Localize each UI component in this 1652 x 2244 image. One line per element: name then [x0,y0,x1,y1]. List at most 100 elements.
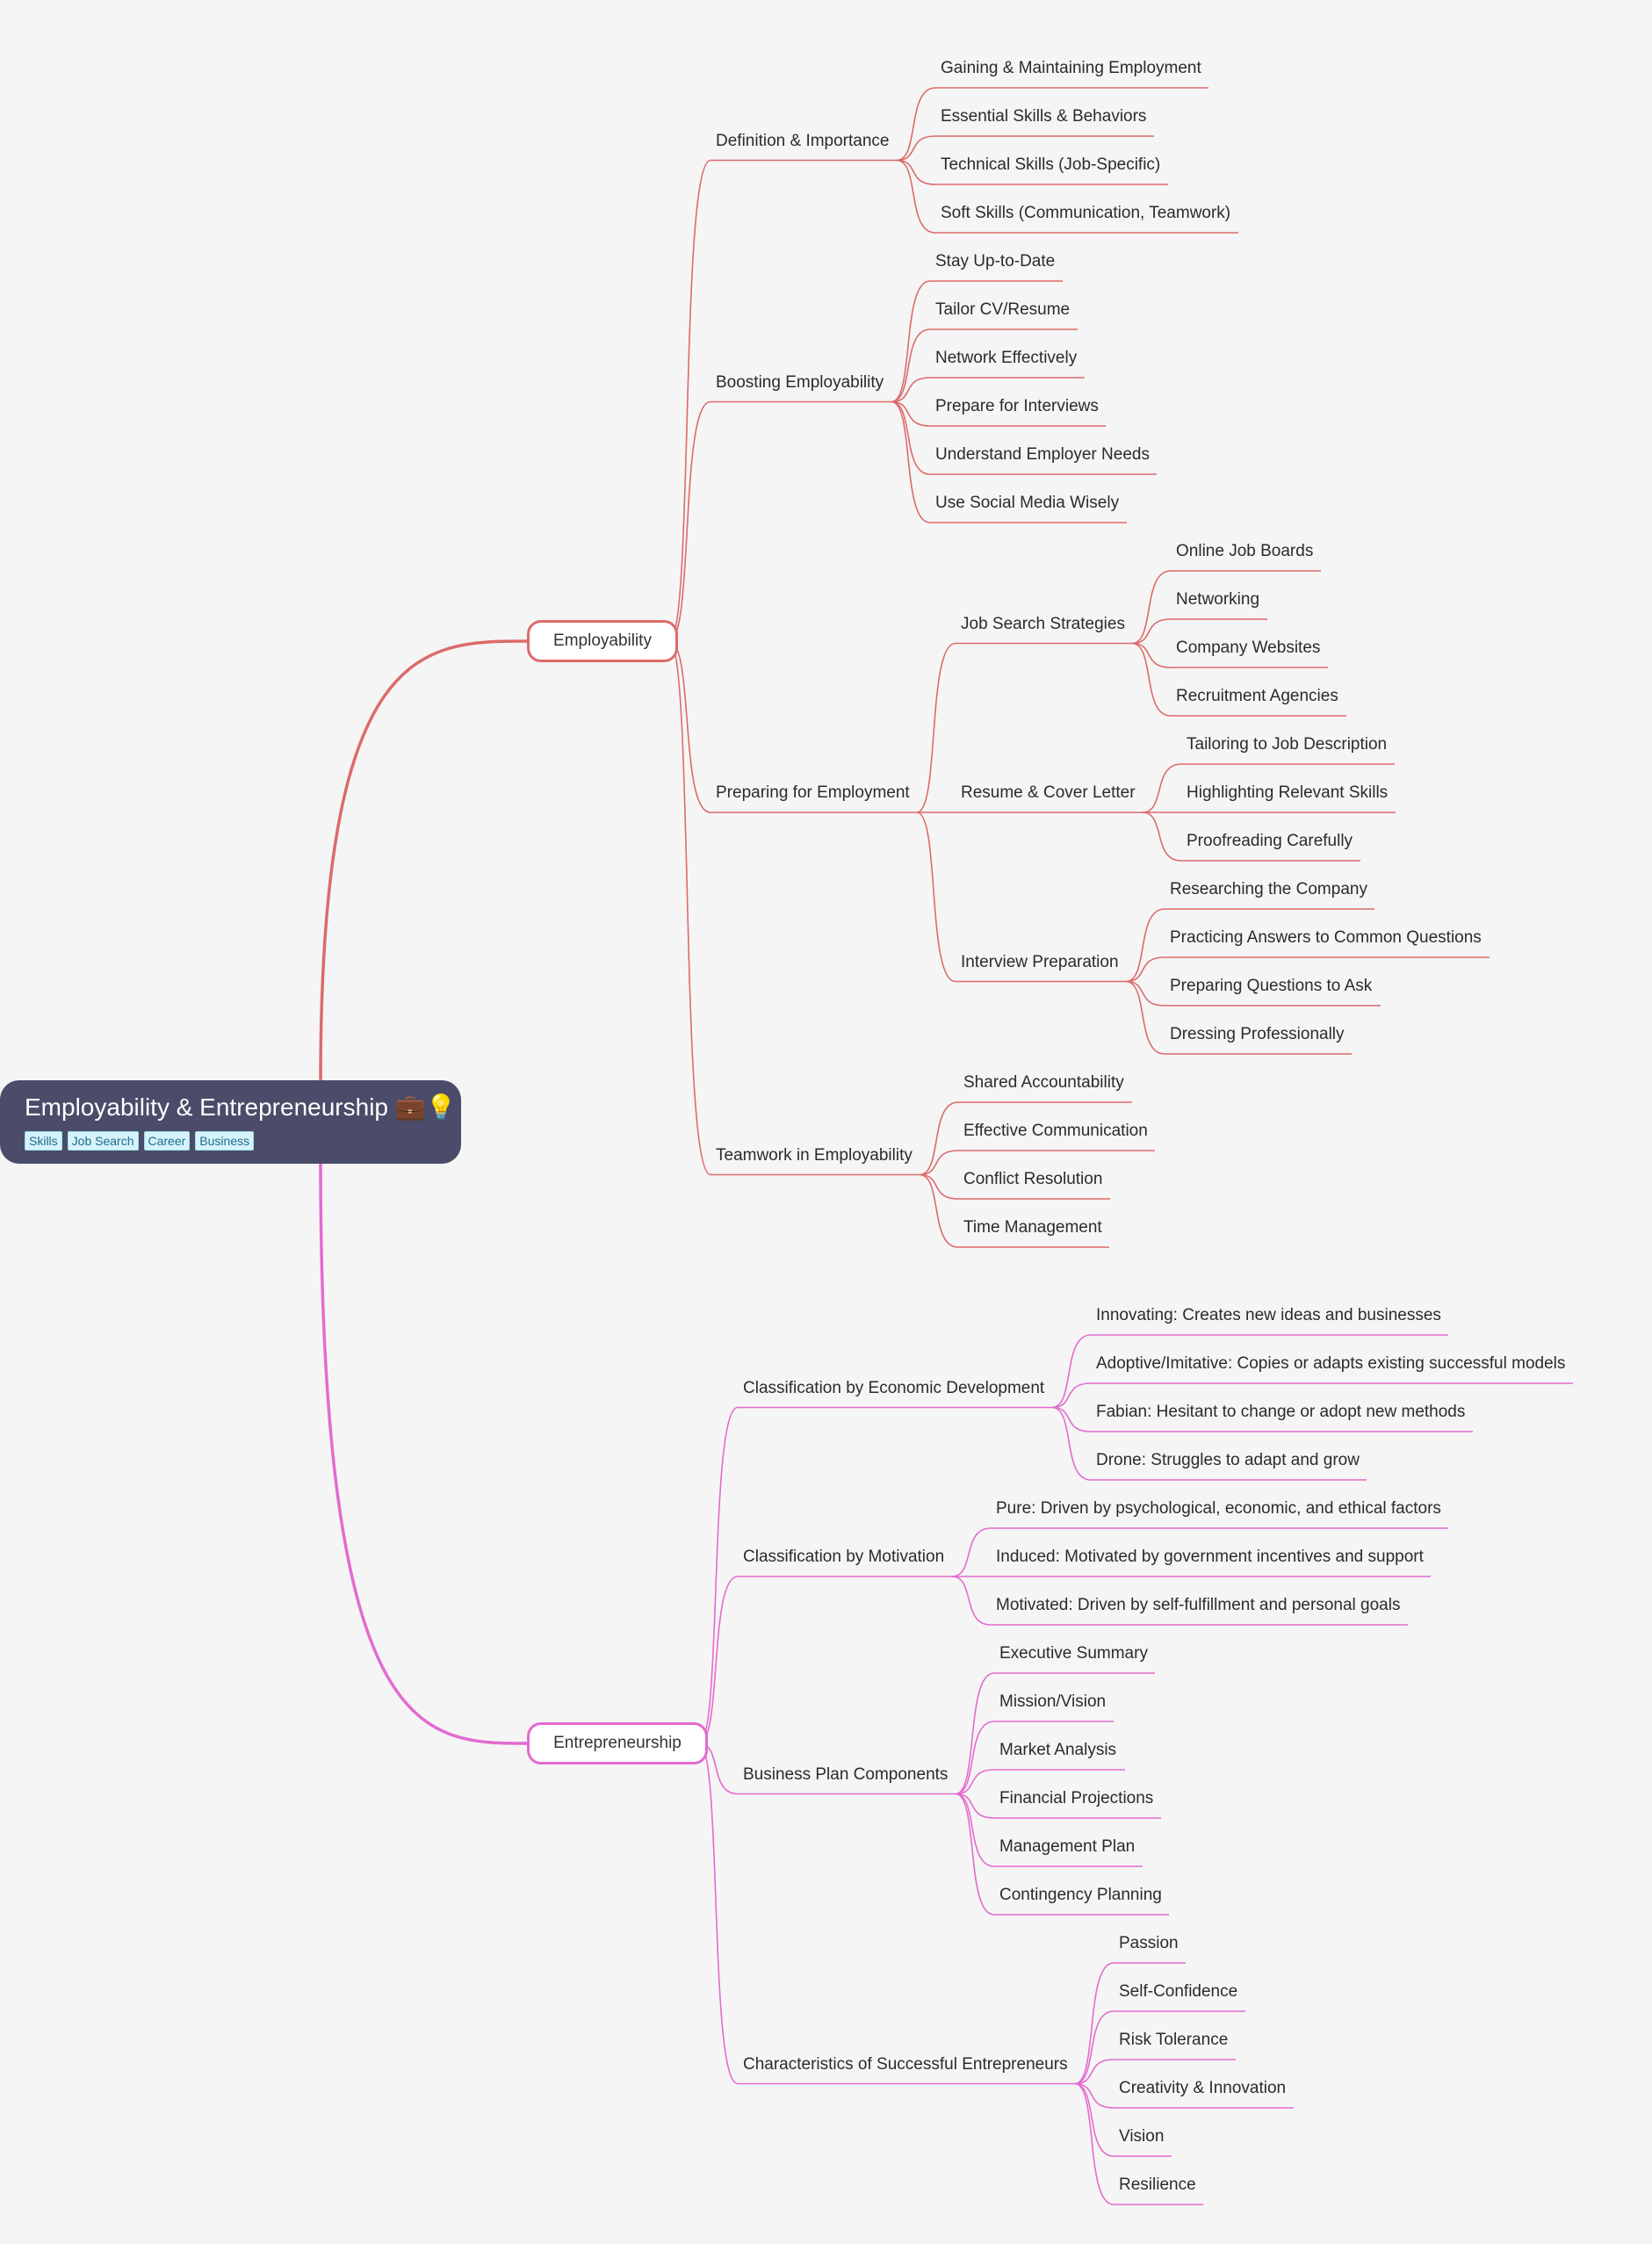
branch-connector [698,1743,739,2085]
leaf-node[interactable]: Motivated: Driven by self-fulfillment an… [996,1596,1401,1614]
branch-connector [1074,2010,1115,2085]
leaf-node[interactable]: Prepare for Interviews [935,397,1099,415]
topic-node[interactable]: Boosting Employability [716,372,884,392]
branch-connector [1074,2082,1115,2109]
branch-connector [896,87,936,162]
branch-connector [698,1576,739,1744]
branch-connector [896,135,936,162]
leaf-node[interactable]: Market Analysis [999,1741,1117,1759]
branch-connector [1074,2082,1115,2157]
leaf-node[interactable]: Recruitment Agencies [1176,687,1338,705]
leaf-node[interactable]: Technical Skills (Job-Specific) [941,155,1161,174]
leaf-node[interactable]: Networking [1176,590,1260,609]
leaf-node[interactable]: Tailor CV/Resume [935,300,1071,319]
leaf-node[interactable]: Network Effectively [935,349,1078,367]
leaf-node[interactable]: Soft Skills (Communication, Teamwork) [941,204,1231,222]
branch-connector [891,400,931,475]
branch-connector [955,1793,995,1867]
subtopic-node[interactable]: Interview Preparation [961,952,1119,971]
root-connector [319,639,528,1083]
leaf-node[interactable]: Understand Employer Needs [935,445,1150,464]
branch-connector [951,1576,992,1626]
leaf-node[interactable]: Risk Tolerance [1119,2031,1229,2049]
branch-connector [919,1101,959,1176]
leaf-node[interactable]: Vision [1119,2127,1165,2146]
leaf-node[interactable]: Pure: Driven by psychological, economic,… [996,1499,1441,1518]
branch-connector [955,1793,995,1916]
topic-node[interactable]: Definition & Importance [716,131,890,150]
leaf-node[interactable]: Fabian: Hesitant to change or adopt new … [1096,1403,1466,1421]
branch-connector [668,640,711,1176]
leaf-node[interactable]: Shared Accountability [963,1073,1124,1092]
leaf-node[interactable]: Adoptive/Imitative: Copies or adapts exi… [1096,1354,1566,1373]
tag-job-search[interactable]: Job Search [67,1131,139,1151]
topic-node[interactable]: Teamwork in Employability [716,1145,913,1165]
leaf-node[interactable]: Management Plan [999,1837,1136,1856]
branch-connector [1125,908,1165,983]
leaf-node[interactable]: Company Websites [1176,639,1321,657]
branch-entrepreneurship[interactable]: Entrepreneurship [527,1722,708,1764]
leaf-node[interactable]: Passion [1119,1934,1179,1952]
topic-node[interactable]: Business Plan Components [743,1764,949,1784]
leaf-node[interactable]: Innovating: Creates new ideas and busine… [1096,1306,1441,1324]
branch-connector [668,159,711,642]
leaf-node[interactable]: Drone: Struggles to adapt and grow [1096,1451,1360,1469]
branch-connector [951,1527,992,1577]
leaf-node[interactable]: Time Management [963,1218,1102,1237]
leaf-node[interactable]: Proofreading Carefully [1187,832,1353,850]
leaf-node[interactable]: Conflict Resolution [963,1170,1103,1188]
tag-skills[interactable]: Skills [25,1131,62,1151]
branch-connector [955,1672,995,1795]
branch-connector [1051,1406,1092,1432]
topic-node[interactable]: Characteristics of Successful Entreprene… [743,2054,1068,2074]
leaf-node[interactable]: Practicing Answers to Common Questions [1170,928,1482,947]
leaf-node[interactable]: Dressing Professionally [1170,1025,1345,1043]
leaf-node[interactable]: Executive Summary [999,1644,1148,1663]
branch-connector [1074,1962,1115,2085]
subtopic-node[interactable]: Job Search Strategies [961,614,1125,633]
branch-connector [891,377,931,403]
branch-connector [891,400,931,427]
subtopic-node[interactable]: Resume & Cover Letter [961,783,1136,802]
topic-node[interactable]: Preparing for Employment [716,783,910,802]
branch-connector [1131,618,1172,645]
leaf-node[interactable]: Essential Skills & Behaviors [941,107,1147,126]
branch-connector [1142,763,1182,813]
branch-connector [919,1173,959,1248]
leaf-node[interactable]: Stay Up-to-Date [935,252,1056,271]
branch-connector [955,1769,995,1795]
root-title: Employability & Entrepreneurship 💼💡 [25,1093,457,1121]
branch-connector [916,642,956,813]
topic-node[interactable]: Classification by Economic Development [743,1378,1045,1397]
branch-employability[interactable]: Employability [527,620,678,662]
leaf-node[interactable]: Use Social Media Wisely [935,494,1120,512]
branch-connector [891,400,931,523]
leaf-node[interactable]: Highlighting Relevant Skills [1187,783,1389,802]
leaf-node[interactable]: Online Job Boards [1176,542,1314,560]
leaf-node[interactable]: Gaining & Maintaining Employment [941,59,1201,77]
leaf-node[interactable]: Tailoring to Job Description [1187,735,1388,754]
leaf-node[interactable]: Contingency Planning [999,1886,1162,1904]
branch-connector [1125,980,1165,1007]
leaf-node[interactable]: Induced: Motivated by government incenti… [996,1548,1424,1566]
leaf-node[interactable]: Researching the Company [1170,880,1367,898]
leaf-node[interactable]: Resilience [1119,2175,1196,2194]
branch-connector [896,159,936,234]
tag-career[interactable]: Career [143,1131,191,1151]
leaf-node[interactable]: Self-Confidence [1119,1982,1238,2001]
leaf-node[interactable]: Mission/Vision [999,1692,1107,1711]
branch-connector [1125,980,1165,1055]
tag-business[interactable]: Business [195,1131,255,1151]
root-connector [319,1160,528,1745]
leaf-node[interactable]: Preparing Questions to Ask [1170,977,1373,995]
branch-connector [891,280,931,403]
root-node[interactable]: Employability & Entrepreneurship 💼💡 Skil… [0,1080,461,1164]
topic-node[interactable]: Classification by Motivation [743,1548,945,1566]
branch-connector [916,812,956,983]
leaf-node[interactable]: Financial Projections [999,1789,1154,1807]
tag-list: Skills Job Search Career Business [25,1131,436,1151]
branch-connector [891,328,931,403]
leaf-node[interactable]: Creativity & Innovation [1119,2079,1287,2097]
leaf-node[interactable]: Effective Communication [963,1122,1148,1140]
